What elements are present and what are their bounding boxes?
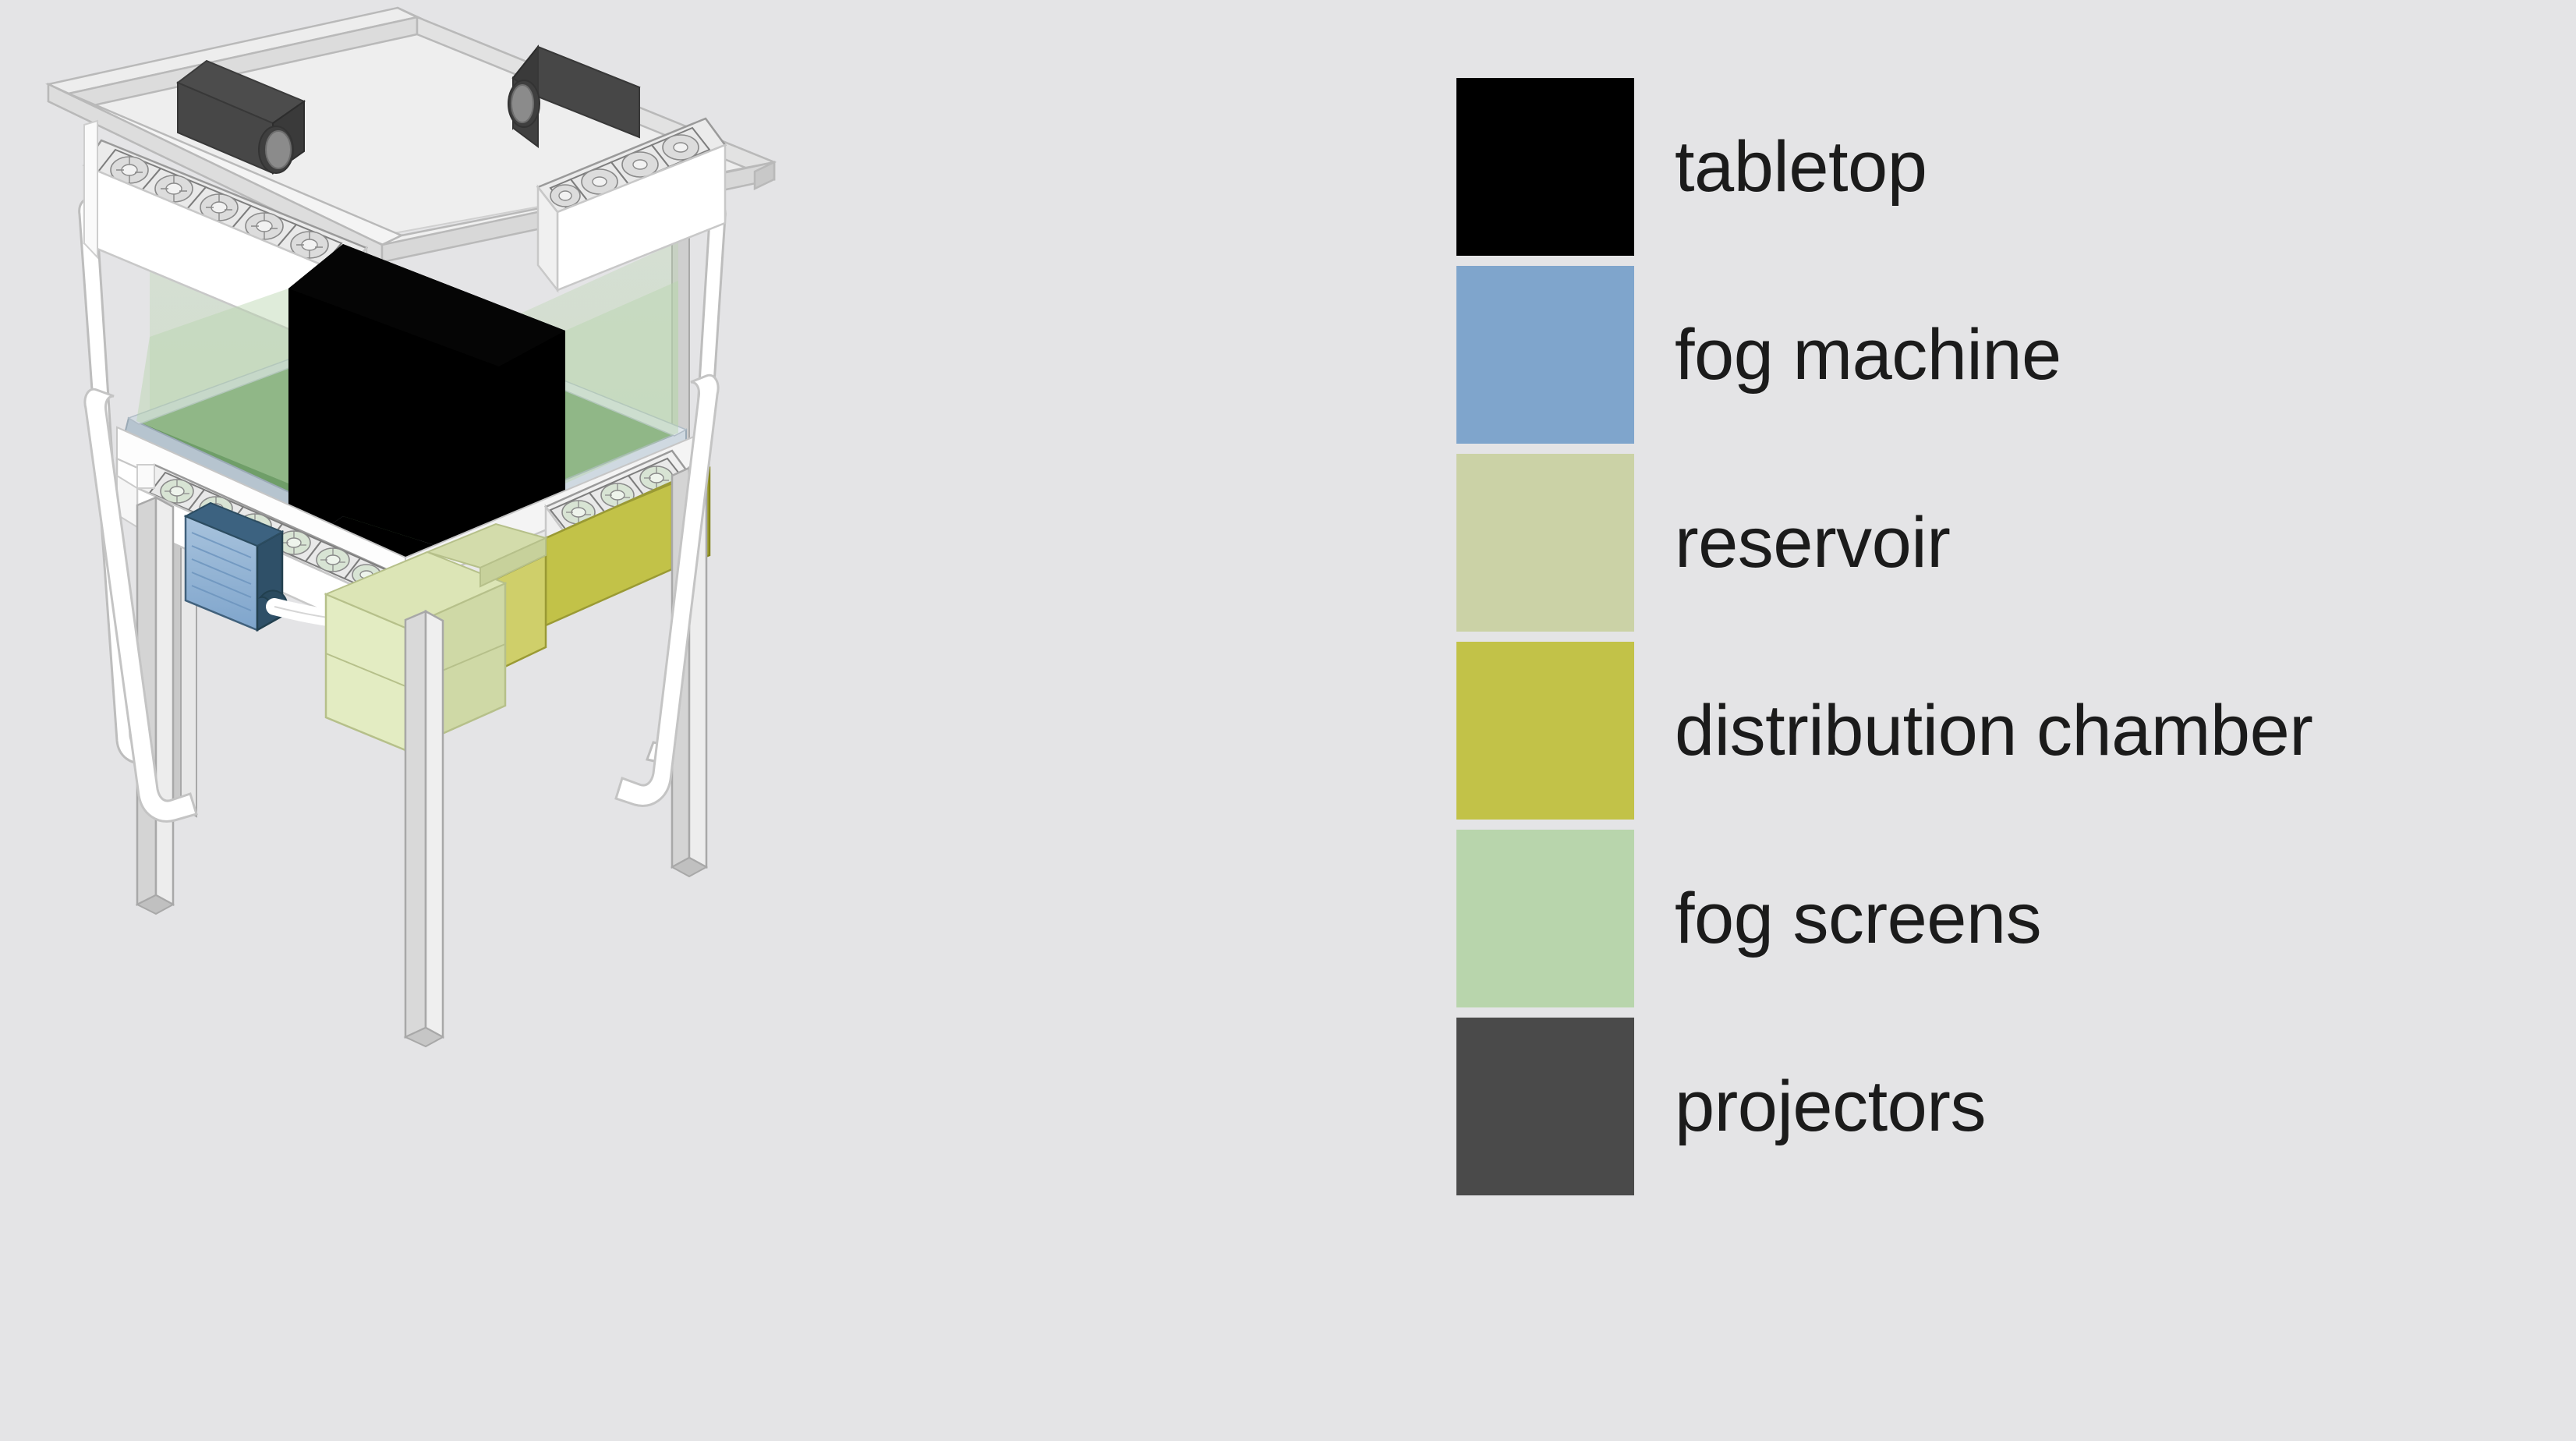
legend-item-tabletop[interactable]: tabletop [1456, 78, 2509, 256]
fan-grille-lower-right [549, 457, 686, 533]
legend-swatch-tabletop [1456, 78, 1634, 256]
apparatus-illustration [45, 6, 777, 1048]
legend-label-reservoir: reservoir [1675, 503, 1951, 582]
upper-fan-housing-right [536, 117, 727, 293]
legend-item-distribution-chamber[interactable]: distribution chamber [1456, 642, 2509, 820]
projector-lens-right [511, 84, 534, 123]
fan-grille-upper-left [97, 148, 343, 267]
legend-swatch-fog-machine [1456, 266, 1634, 444]
projector-right [508, 44, 641, 148]
legend-swatch-reservoir [1456, 454, 1634, 632]
legend-swatch-projectors [1456, 1018, 1634, 1195]
legend-item-projectors[interactable]: projectors [1456, 1018, 2509, 1195]
legend-swatch-fog-screens [1456, 830, 1634, 1007]
fan-grille-upper-right [549, 126, 711, 211]
legend-label-fog-screens: fog screens [1675, 879, 2042, 958]
support-rails-lower [83, 374, 720, 823]
projector-lens-left [265, 130, 292, 169]
legend: tabletop fog machine reservoir distribut… [1456, 78, 2509, 1206]
legend-item-fog-screens[interactable]: fog screens [1456, 830, 2509, 1007]
legend-label-distribution-chamber: distribution chamber [1675, 691, 2313, 770]
fog-screen-overlay-left [136, 289, 288, 483]
legend-label-tabletop: tabletop [1675, 127, 1927, 207]
legend-swatch-distribution-chamber [1456, 642, 1634, 820]
legend-label-projectors: projectors [1675, 1067, 1986, 1146]
legend-label-fog-machine: fog machine [1675, 315, 2061, 395]
legend-item-reservoir[interactable]: reservoir [1456, 454, 2509, 632]
fog-screen-overlay-right [565, 281, 678, 483]
legend-item-fog-machine[interactable]: fog machine [1456, 266, 2509, 444]
projector-left [176, 59, 306, 175]
